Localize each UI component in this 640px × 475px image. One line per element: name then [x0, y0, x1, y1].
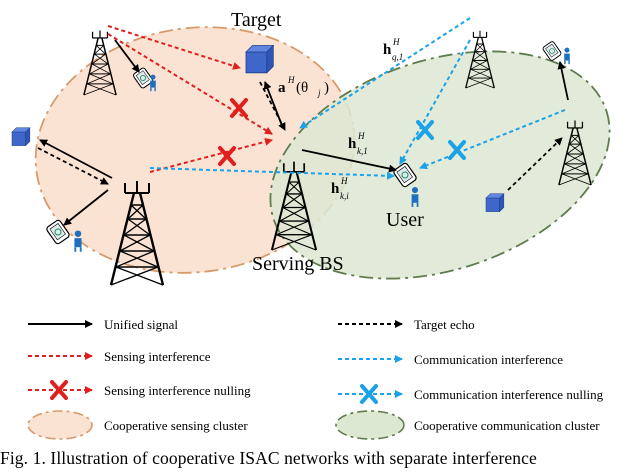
legend-unified-signal: Unified signal [28, 317, 178, 332]
target-cube-left [11, 127, 31, 146]
svg-text:h: h [348, 136, 357, 152]
serving-bs-label: Serving BS [252, 253, 344, 275]
svg-text:): ) [324, 80, 329, 96]
svg-text:Target echo: Target echo [414, 317, 475, 332]
target-echo-left [37, 147, 109, 185]
unified-signal-left-bs-to-user [63, 189, 109, 226]
unified-signal-top-bs [114, 39, 140, 73]
legend-cooperative-sensing-cluster: Cooperative sensing cluster [27, 410, 248, 440]
svg-text:(θ: (θ [296, 80, 308, 96]
svg-text:k,i: k,i [340, 191, 349, 201]
target-label: Target [231, 9, 282, 31]
svg-text:Communication interference nul: Communication interference nulling [414, 387, 604, 402]
svg-text:Sensing interference: Sensing interference [104, 349, 211, 364]
svg-text:k,1: k,1 [357, 146, 368, 156]
svg-text:Unified signal: Unified signal [104, 317, 178, 332]
legend-sensing-interference-nulling: Sensing interference nulling [28, 380, 251, 400]
svg-text:h: h [331, 181, 340, 197]
comm-interference-top-to-serving [299, 17, 471, 129]
channel-hk1-label: h H k,1 [348, 131, 368, 156]
comm-nulling-cross-upper [416, 120, 434, 140]
svg-text:H: H [357, 131, 365, 141]
figure-caption: Fig. 1. Illustration of cooperative ISAC… [0, 448, 640, 474]
svg-text:Cooperative communication clus: Cooperative communication cluster [414, 418, 600, 433]
comm-interference-left-to-user [149, 167, 395, 180]
target-echo-right [507, 137, 563, 191]
user-phone-top-right [541, 40, 563, 62]
svg-text:H: H [392, 37, 400, 47]
svg-text:H: H [287, 75, 295, 85]
sensing-nulling-cross-top [230, 98, 248, 118]
user-label: User [386, 209, 424, 231]
channel-hki-label: h H k,i [331, 176, 349, 201]
svg-text:j: j [317, 88, 321, 98]
sensing-nulling-cross-left [218, 146, 236, 166]
legend-sensing-interference: Sensing interference [28, 349, 211, 364]
svg-text:h: h [383, 42, 392, 58]
svg-text:q,1: q,1 [392, 52, 403, 62]
target-cube-right [485, 193, 505, 212]
channel-hq1-label: h H q,1 [383, 37, 403, 62]
unified-signal-right-bs-to-user [557, 61, 569, 101]
user-person-left [73, 229, 83, 253]
user-person-top-right [563, 46, 571, 65]
unified-signal-serving-to-user [301, 149, 397, 173]
target-cube-main [245, 45, 274, 74]
svg-text:Communication interference: Communication interference [414, 352, 563, 367]
svg-text:a: a [278, 80, 286, 96]
legend-target-echo: Target echo [338, 317, 475, 332]
legend-cooperative-communication-cluster: Cooperative communication cluster [335, 410, 600, 440]
sensing-interference-nulled-left [149, 137, 273, 173]
target-echo-main [259, 81, 286, 131]
steering-vector-label: a H (θ j ) [278, 75, 329, 98]
legend-communication-interference: Communication interference [338, 352, 563, 367]
legend-communication-interference-nulling: Communication interference nulling [338, 384, 604, 404]
figure-caption-text: Illustration of cooperative ISAC network… [50, 448, 537, 468]
comm-interference-right-to-user [419, 109, 566, 170]
sensing-interference-top [107, 25, 241, 70]
svg-text:Sensing interference nulling: Sensing interference nulling [104, 383, 251, 398]
comm-interference-top-to-user [399, 39, 471, 165]
unified-signal-left-bs-to-target [39, 139, 113, 179]
figure-caption-prefix: Fig. 1. [0, 448, 46, 468]
svg-text:H: H [340, 176, 348, 186]
legend: Unified signal Target echo Sensing inter… [27, 317, 604, 440]
cooperative-communication-cluster-area [269, 50, 611, 280]
comm-nulling-cross-right [448, 140, 466, 160]
svg-text:Cooperative sensing cluster: Cooperative sensing cluster [104, 418, 248, 433]
